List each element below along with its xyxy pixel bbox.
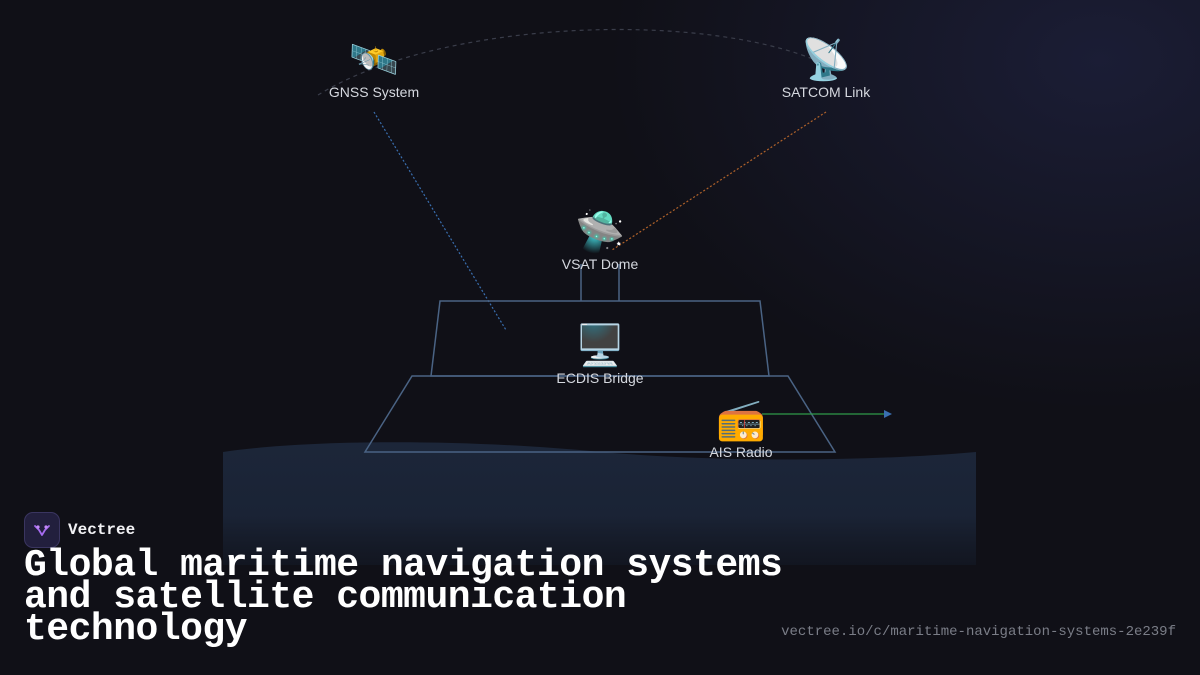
vsat-label: VSAT Dome (561, 256, 639, 272)
monitor-icon: 🖥️ (575, 324, 625, 368)
orbit-arc (317, 28, 821, 96)
brand-name: Vectree (68, 521, 136, 539)
vectree-logo-icon (24, 512, 60, 548)
gnss-link-line (373, 111, 507, 331)
ship-deck (363, 375, 837, 453)
satcom-link-line (611, 111, 827, 251)
radio-icon: 📻 (716, 398, 766, 442)
gnss-node: 🛰️ GNSS System (294, 38, 454, 100)
vsat-node: 🛸 VSAT Dome (520, 210, 680, 272)
ais-node: 📻 AIS Radio (661, 398, 821, 460)
gnss-label: GNSS System (328, 84, 420, 100)
satellite-icon: 🛰️ (349, 38, 399, 82)
ais-label: AIS Radio (709, 444, 773, 460)
satcom-node: 📡 SATCOM Link (746, 38, 906, 100)
page-title: Global maritime navigation systems and s… (24, 544, 783, 651)
dome-icon: 🛸 (575, 210, 625, 254)
satellite-dish-icon: 📡 (801, 38, 851, 82)
ecdis-node: 🖥️ ECDIS Bridge (520, 324, 680, 386)
ecdis-label: ECDIS Bridge (556, 370, 644, 386)
ais-signal-arrowhead (884, 410, 892, 418)
brand: Vectree (24, 512, 135, 548)
source-url: vectree.io/c/maritime-navigation-systems… (781, 624, 1176, 640)
satcom-label: SATCOM Link (781, 84, 871, 100)
water-hull-area (223, 442, 976, 565)
